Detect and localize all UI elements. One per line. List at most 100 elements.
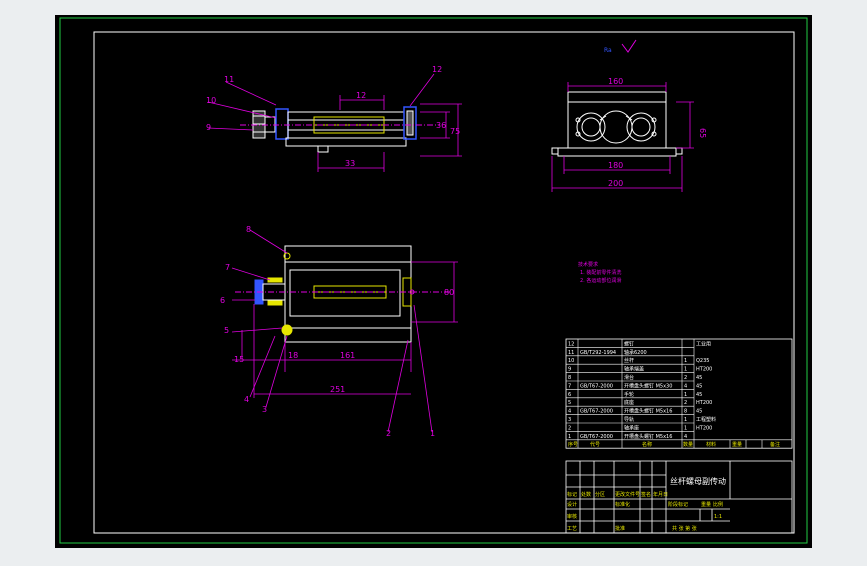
person-design: 设计: [567, 501, 577, 508]
svg-text:Ra: Ra: [604, 47, 612, 54]
bom-cell-qty: 1: [684, 358, 687, 364]
side-left-boss: [576, 112, 606, 142]
drawing-title: 丝杆螺母副传动: [670, 476, 726, 486]
side-dimensions: [551, 82, 694, 192]
bom-cell-qty: 2: [684, 400, 687, 406]
top-view[interactable]: [235, 245, 450, 343]
bom-cell-material: 45: [696, 392, 702, 398]
bom-cell-code: GB/T67-2000: [580, 434, 613, 440]
dim-12: 12: [356, 91, 366, 100]
bom-cell-no: 1: [568, 434, 571, 440]
bom-cell-material: 45: [696, 409, 702, 415]
side-right-boss: [626, 112, 656, 142]
bom-cell-name: 丝杆: [624, 357, 634, 364]
balloon-7: 7: [225, 263, 230, 272]
bom-cell-name: 滑台: [624, 374, 634, 381]
sheet-background: [55, 15, 812, 548]
bom-header-no: 序号: [568, 441, 578, 448]
bom-header-qty: 数量: [683, 441, 693, 448]
rev-header-1: 处数: [581, 491, 591, 498]
front-base: [285, 137, 407, 147]
tech-notes-title: 技术要求: [578, 261, 598, 268]
bom-cell-material: 工业用: [696, 340, 711, 347]
bom-cell-no: 7: [568, 383, 571, 389]
bom-cell-name: 手轮: [624, 391, 634, 398]
dim-160: 160: [608, 77, 623, 86]
dim-161: 161: [340, 351, 355, 360]
tech-notes: 技术要求 1. 装配前零件清洗 2. 各运动部位润滑: [578, 261, 621, 284]
bom-cell-qty: 1: [684, 425, 687, 431]
tech-note-2: 2. 各运动部位润滑: [580, 277, 621, 284]
bom-header-weight: 重量: [732, 441, 742, 448]
balloon-1: 1: [430, 429, 435, 438]
inner-frame: [93, 31, 795, 534]
bom-cell-code: GB/T292-1994: [580, 350, 616, 356]
bom-cell-name: 轴承6200: [624, 349, 647, 356]
bom-cell-material: 45: [696, 383, 702, 389]
balloon-9: 9: [206, 123, 211, 132]
dim-200: 200: [608, 179, 623, 188]
dim-33: 33: [345, 159, 355, 168]
bom-cell-material: 45: [696, 375, 702, 381]
balloon-8: 8: [246, 225, 251, 234]
bom-cell-name: 开槽盘头螺钉 M5x30: [624, 382, 672, 389]
rev-header-0: 标记: [567, 491, 577, 498]
side-labels: 160 65 180 200: [608, 77, 707, 188]
balloon-5: 5: [224, 326, 229, 335]
front-view[interactable]: [240, 106, 440, 153]
title-block-text: 标记 处数 分区 更改文件号 签名 年月日 设计 标准化 审核 工艺 批准 阶段…: [567, 491, 723, 532]
bom-cell-no: 5: [568, 400, 571, 406]
tech-note-1: 1. 装配前零件清洗: [580, 269, 621, 276]
bom-cell-code: GB/T67-2000: [580, 409, 613, 415]
bom-cell-no: 2: [568, 425, 571, 431]
bom-cell-name: 底座: [624, 399, 634, 406]
bom-cell-qty: 2: [684, 375, 687, 381]
bom-cell-qty: 1: [684, 417, 687, 423]
bom-header-remark: 备注: [770, 441, 780, 448]
front-dimensions: [207, 73, 462, 172]
balloon-10: 10: [206, 96, 216, 105]
top-dimensions: [231, 229, 458, 433]
scale-value: 1:1: [714, 514, 722, 520]
bom-cell-material: 工程塑料: [696, 416, 716, 423]
bom-cell-qty: 8: [684, 409, 687, 415]
bom-cell-no: 12: [568, 341, 574, 347]
person-process: 工艺: [567, 526, 577, 532]
rev-header-5: 年月日: [653, 491, 668, 498]
balloon-12: 12: [432, 65, 442, 74]
balloon-6: 6: [220, 296, 225, 305]
dim-80: 80: [444, 288, 454, 297]
standardize-label: 标准化: [615, 501, 630, 508]
balloon-4: 4: [244, 395, 249, 404]
bom-cell-no: 6: [568, 392, 571, 398]
dim-75: 75: [450, 127, 460, 136]
bom-cell-material: Q235: [696, 358, 709, 364]
bom-header-material: 材料: [706, 441, 716, 448]
bom-cell-material: HT200: [696, 367, 712, 373]
bom-cell-name: 开槽盘头螺钉 M5x16: [624, 408, 672, 415]
bom-cell-material: HT200: [696, 400, 712, 406]
dim-18: 18: [288, 351, 298, 360]
rev-header-4: 签名: [641, 491, 651, 498]
bom-cell-no: 9: [568, 367, 571, 373]
bom-header-code: 代号: [590, 441, 600, 448]
bom-cell-name: 导轨: [624, 416, 634, 423]
stage-header-2: 比例: [713, 501, 723, 508]
bom-cell-no: 10: [568, 358, 574, 364]
bom-cell-no: 3: [568, 417, 571, 423]
bom-cell-qty: 4: [684, 383, 687, 389]
bom-cell-no: 11: [568, 350, 574, 356]
rev-header-2: 分区: [595, 491, 605, 498]
bom-cell-qty: 1: [684, 392, 687, 398]
bom-cell-name: 开槽盘头螺钉 M5x16: [624, 433, 672, 440]
balloon-3: 3: [262, 405, 267, 414]
bom-cell-qty: 4: [684, 434, 687, 440]
rev-header-3: 更改文件号: [615, 491, 640, 498]
bom-cell-name: 螺钉: [624, 340, 634, 347]
side-view[interactable]: [551, 91, 683, 157]
bom-cell-material: HT200: [696, 425, 712, 431]
title-block[interactable]: [565, 460, 793, 534]
